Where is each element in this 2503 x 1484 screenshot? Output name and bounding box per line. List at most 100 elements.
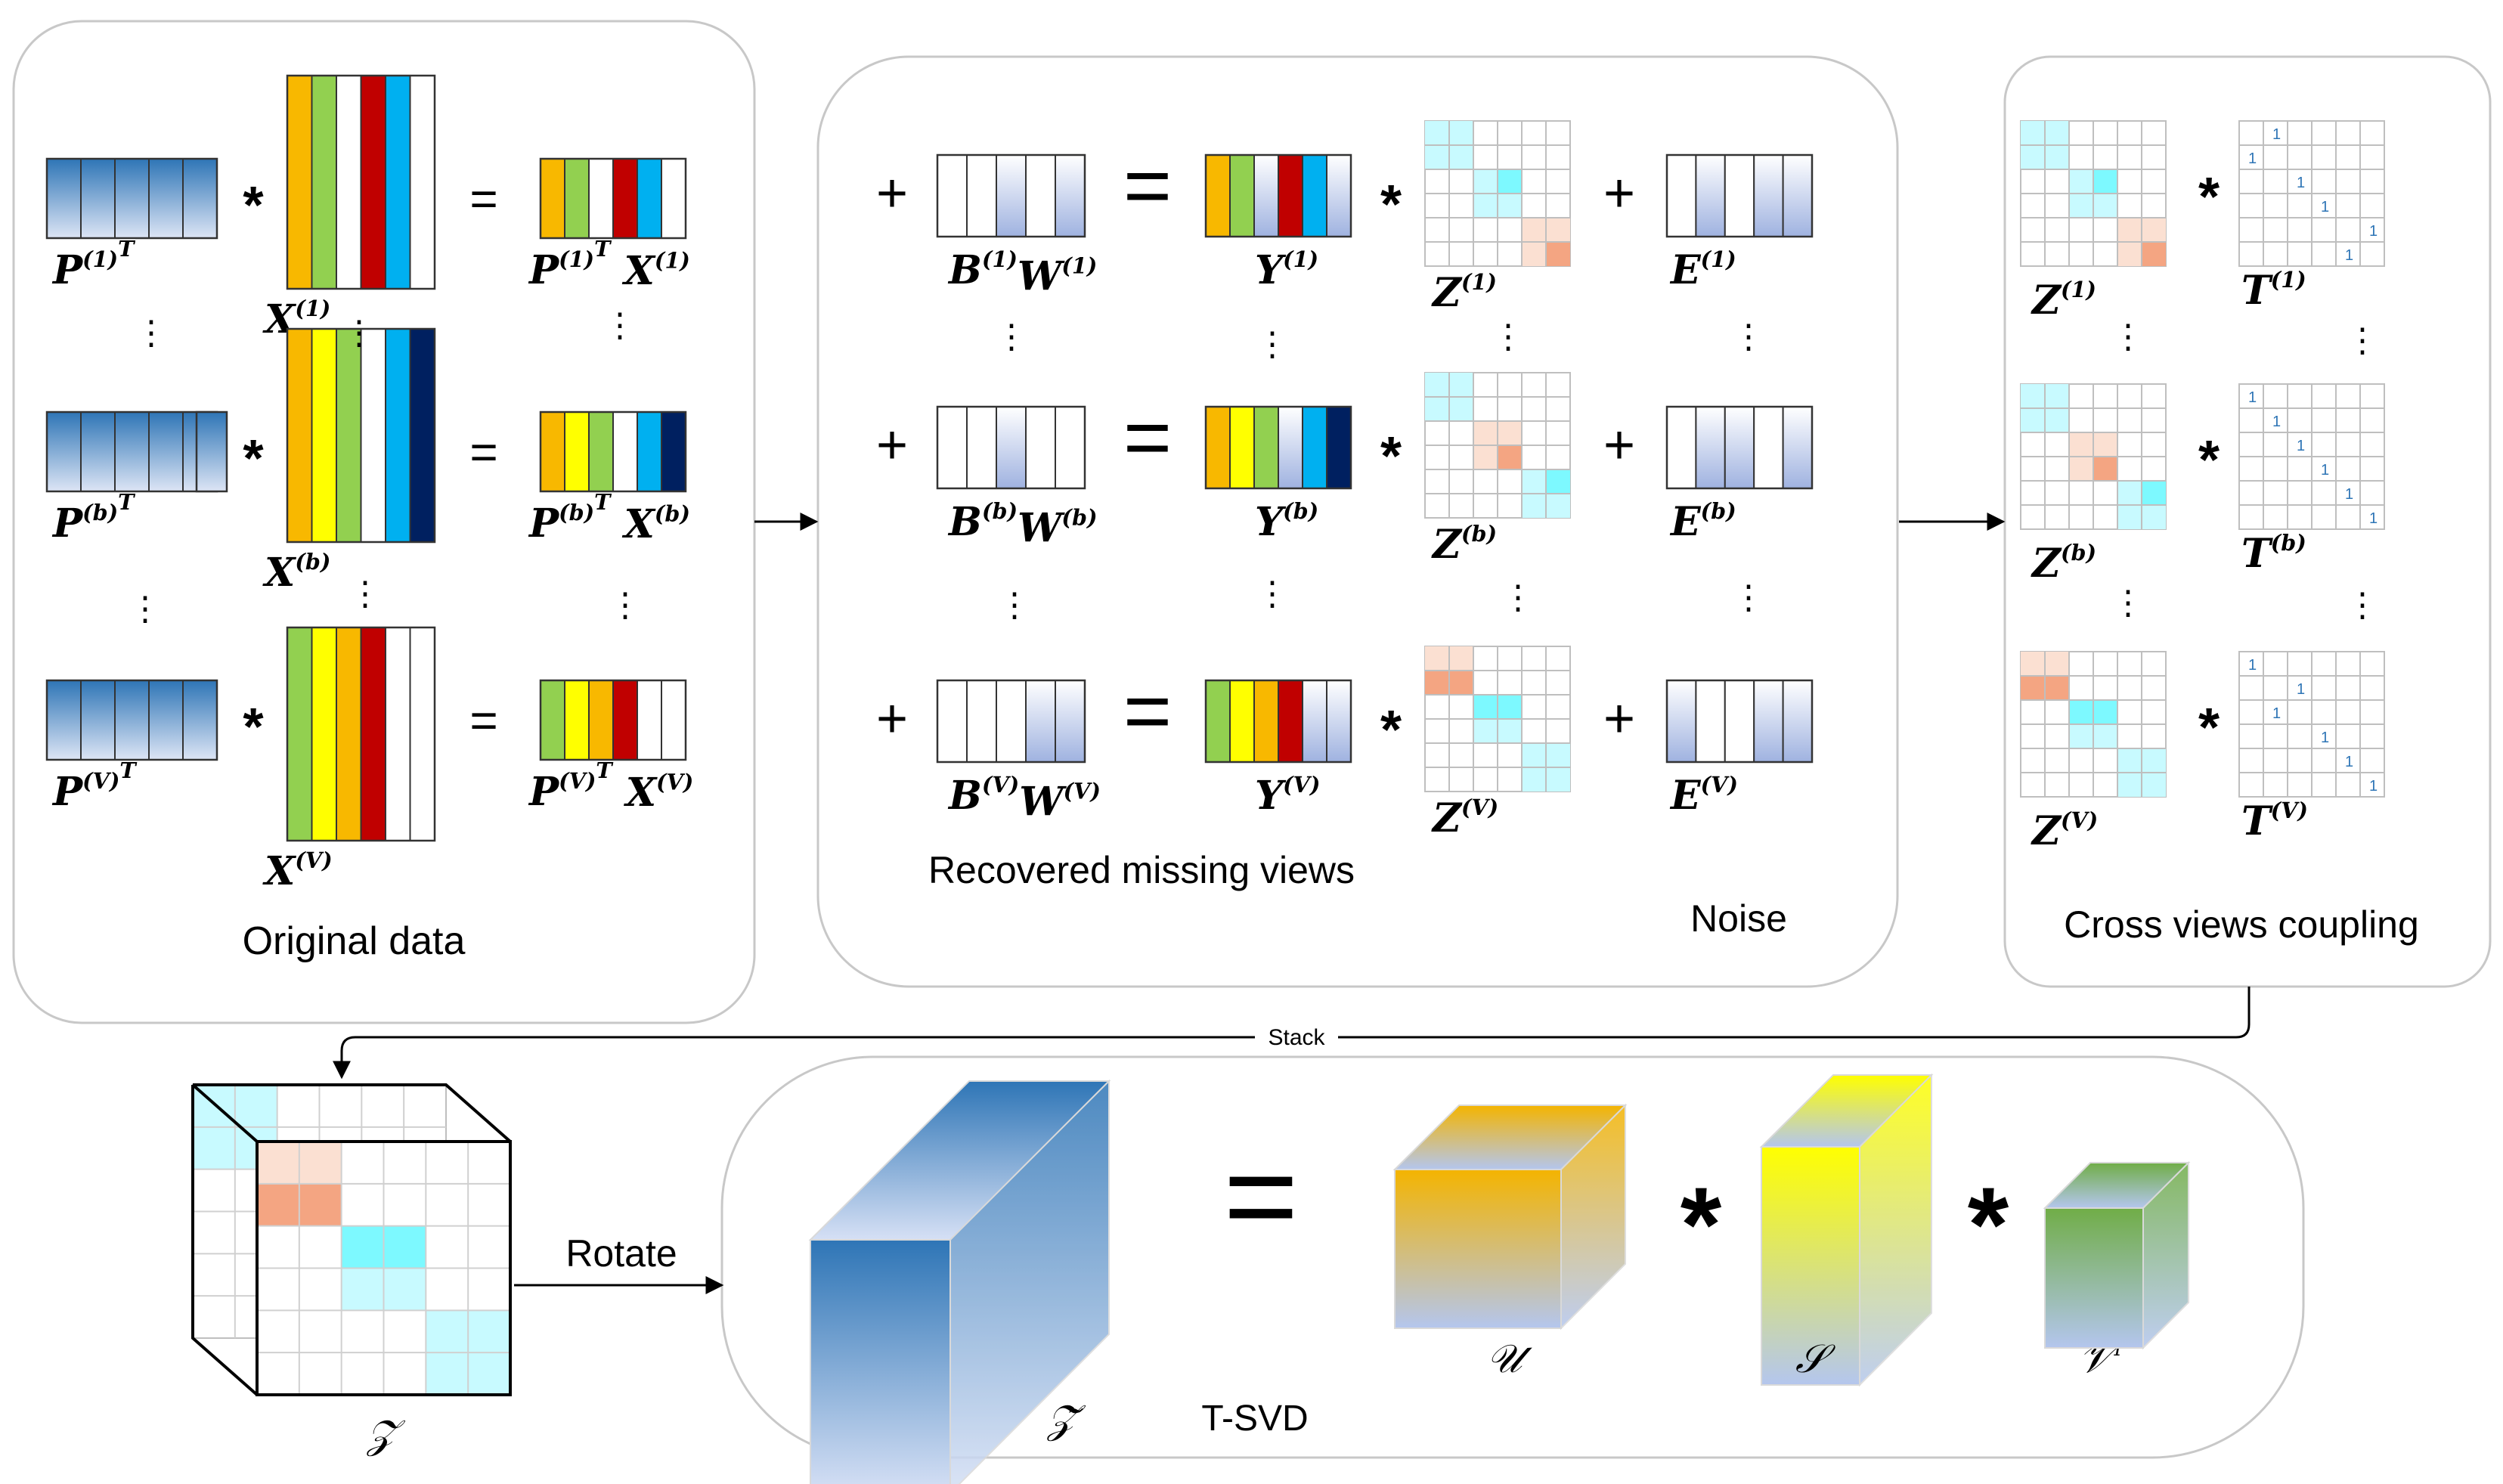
- z-matrix-2-cell: [1449, 671, 1473, 695]
- vertical-dots-p3-b: ⋮: [2346, 322, 2379, 359]
- x-matrix-1-col: [311, 328, 337, 543]
- px-product-0-col: [637, 158, 662, 239]
- tsvd-caption: T-SVD: [1201, 1399, 1308, 1439]
- z-matrix-coupling-0-cell: [2117, 218, 2142, 242]
- e-label-2-text: E(V): [1669, 772, 1738, 819]
- t-label-2: T(V): [2241, 798, 2308, 844]
- p-matrix-2-col: [46, 680, 82, 761]
- z-matrix-0-cell: [1425, 121, 1449, 145]
- z-matrix-coupling-2-cell: [2069, 700, 2093, 724]
- z-tilde-cube: [808, 1079, 1111, 1484]
- p-matrix-0: [45, 157, 218, 240]
- p-label-1-text: P(b)T: [51, 489, 136, 547]
- y-label-2-text: Y(V): [1255, 772, 1320, 819]
- y-matrix-2-col: [1205, 680, 1231, 763]
- bw-label-2-text: B(V)W(V): [947, 772, 1101, 825]
- e-matrix-2-col: [1782, 680, 1814, 763]
- s-cube: [1759, 1073, 1934, 1387]
- px-product-0: [539, 157, 687, 240]
- e-matrix-0: [1665, 153, 1814, 238]
- t-matrix-1-entry: 1: [2248, 389, 2257, 406]
- e-matrix-2-col: [1753, 680, 1784, 763]
- z-matrix-1-cell: [1498, 445, 1522, 469]
- stack-label: Stack: [1268, 1025, 1325, 1050]
- y-matrix-1-col: [1253, 406, 1279, 489]
- px-product-0-col: [661, 158, 686, 239]
- y-matrix-0-col: [1229, 154, 1255, 237]
- bw-matrix-0-col: [1055, 154, 1086, 237]
- y-matrix-2-col: [1253, 680, 1279, 763]
- bw-matrix-2-col: [966, 680, 997, 763]
- px-product-2-col: [637, 680, 662, 761]
- x-matrix-1-col: [409, 328, 435, 543]
- p-matrix-2: [45, 679, 218, 761]
- bw-matrix-2-col: [937, 680, 968, 763]
- y-matrix-2-col: [1302, 680, 1327, 763]
- vertical-dots-p1-d: ⋮: [129, 590, 162, 627]
- bw-matrix-1-col: [1055, 406, 1086, 489]
- z-tensor-cube: [191, 1083, 512, 1396]
- x-matrix-2-col: [336, 627, 362, 841]
- z-label-p2-2-text: Z(V): [1431, 795, 1498, 841]
- z-matrix-coupling-1: [2020, 383, 2167, 530]
- t-matrix-2-entry: 1: [2369, 778, 2378, 795]
- z-tensor-label: 𝒵: [366, 1412, 405, 1458]
- u-cube: [1392, 1103, 1628, 1331]
- p-label-2-text: P(V)T: [51, 757, 138, 815]
- p-matrix-2-col: [80, 680, 116, 761]
- z-matrix-2: [1424, 646, 1571, 792]
- z-matrix-2-cell: [1546, 767, 1570, 792]
- bw-matrix-2-col: [996, 680, 1027, 763]
- px-product-0-col: [540, 158, 565, 239]
- px-label-2: P(V)T X(V): [528, 757, 693, 816]
- z-matrix-coupling-1-cell: [2045, 408, 2069, 432]
- z-label-p2-0-text: Z(1): [1431, 269, 1497, 316]
- z-matrix-2-cell: [1473, 719, 1498, 743]
- p-matrix-0-col: [148, 158, 184, 239]
- p-matrix-1-col: [80, 411, 116, 492]
- x-matrix-2-col: [360, 627, 386, 841]
- px-label-0-text: P(1)T X(1): [528, 236, 690, 294]
- plus-symbol-e-1: +: [1603, 415, 1635, 476]
- e-matrix-0-col: [1782, 154, 1814, 237]
- z-matrix-coupling-0: [2020, 120, 2167, 267]
- t-label-2-text: T(V): [2241, 798, 2308, 844]
- p-matrix-0-col: [182, 158, 218, 239]
- e-matrix-0-col: [1695, 154, 1726, 237]
- y-matrix-2-col: [1278, 680, 1303, 763]
- x-label-1-text: X(b): [262, 549, 330, 596]
- t-label-1-text: T(b): [2241, 530, 2306, 577]
- p-matrix-0-col: [80, 158, 116, 239]
- plus-symbol-b-0: +: [876, 163, 908, 224]
- z-matrix-1-cell: [1498, 421, 1522, 445]
- p-label-0-text: P(1)T: [51, 236, 136, 293]
- t-matrix-2-entry: 1: [2272, 705, 2281, 722]
- z-matrix-coupling-0-cell: [2021, 121, 2045, 145]
- bw-matrix-2-col: [1025, 680, 1056, 763]
- px-product-2-col: [564, 680, 590, 761]
- t-matrix-1-entry: 1: [2369, 510, 2378, 527]
- p-label-0: P(1)T: [51, 236, 136, 293]
- e-matrix-0-col: [1724, 154, 1755, 237]
- x-matrix-1-col: [385, 328, 411, 543]
- px-product-0-col: [612, 158, 638, 239]
- z-matrix-coupling-0-cell: [2069, 194, 2093, 218]
- equals-symbol-p2-2: =: [1123, 665, 1172, 757]
- vertical-dots-p1-b: ⋮: [342, 314, 376, 352]
- t-matrix-0-entry: 1: [2345, 247, 2353, 264]
- z-matrix-1: [1424, 372, 1571, 519]
- z-matrix-coupling-0-cell: [2069, 169, 2093, 194]
- z-matrix-coupling-2: [2020, 651, 2167, 798]
- y-label-0-text: Y(1): [1255, 246, 1318, 293]
- z-matrix-0-cell: [1546, 242, 1570, 266]
- diagram-elements: *=P(1)TX(1)P(1)T X(1)*=P(b)TX(b)P(b)T X(…: [45, 74, 2385, 1484]
- z-matrix-1-cell: [1473, 421, 1498, 445]
- t-matrix-0-entry: 1: [2321, 199, 2329, 215]
- x-label-2-text: X(V): [262, 847, 333, 894]
- z-matrix-coupling-1-cell: [2069, 432, 2093, 457]
- z-matrix-coupling-2-cell: [2045, 652, 2069, 676]
- e-matrix-2-col: [1695, 680, 1726, 763]
- bw-label-1-text: B(b)W(b): [947, 498, 1097, 551]
- z-matrix-coupling-1-cell: [2093, 457, 2117, 481]
